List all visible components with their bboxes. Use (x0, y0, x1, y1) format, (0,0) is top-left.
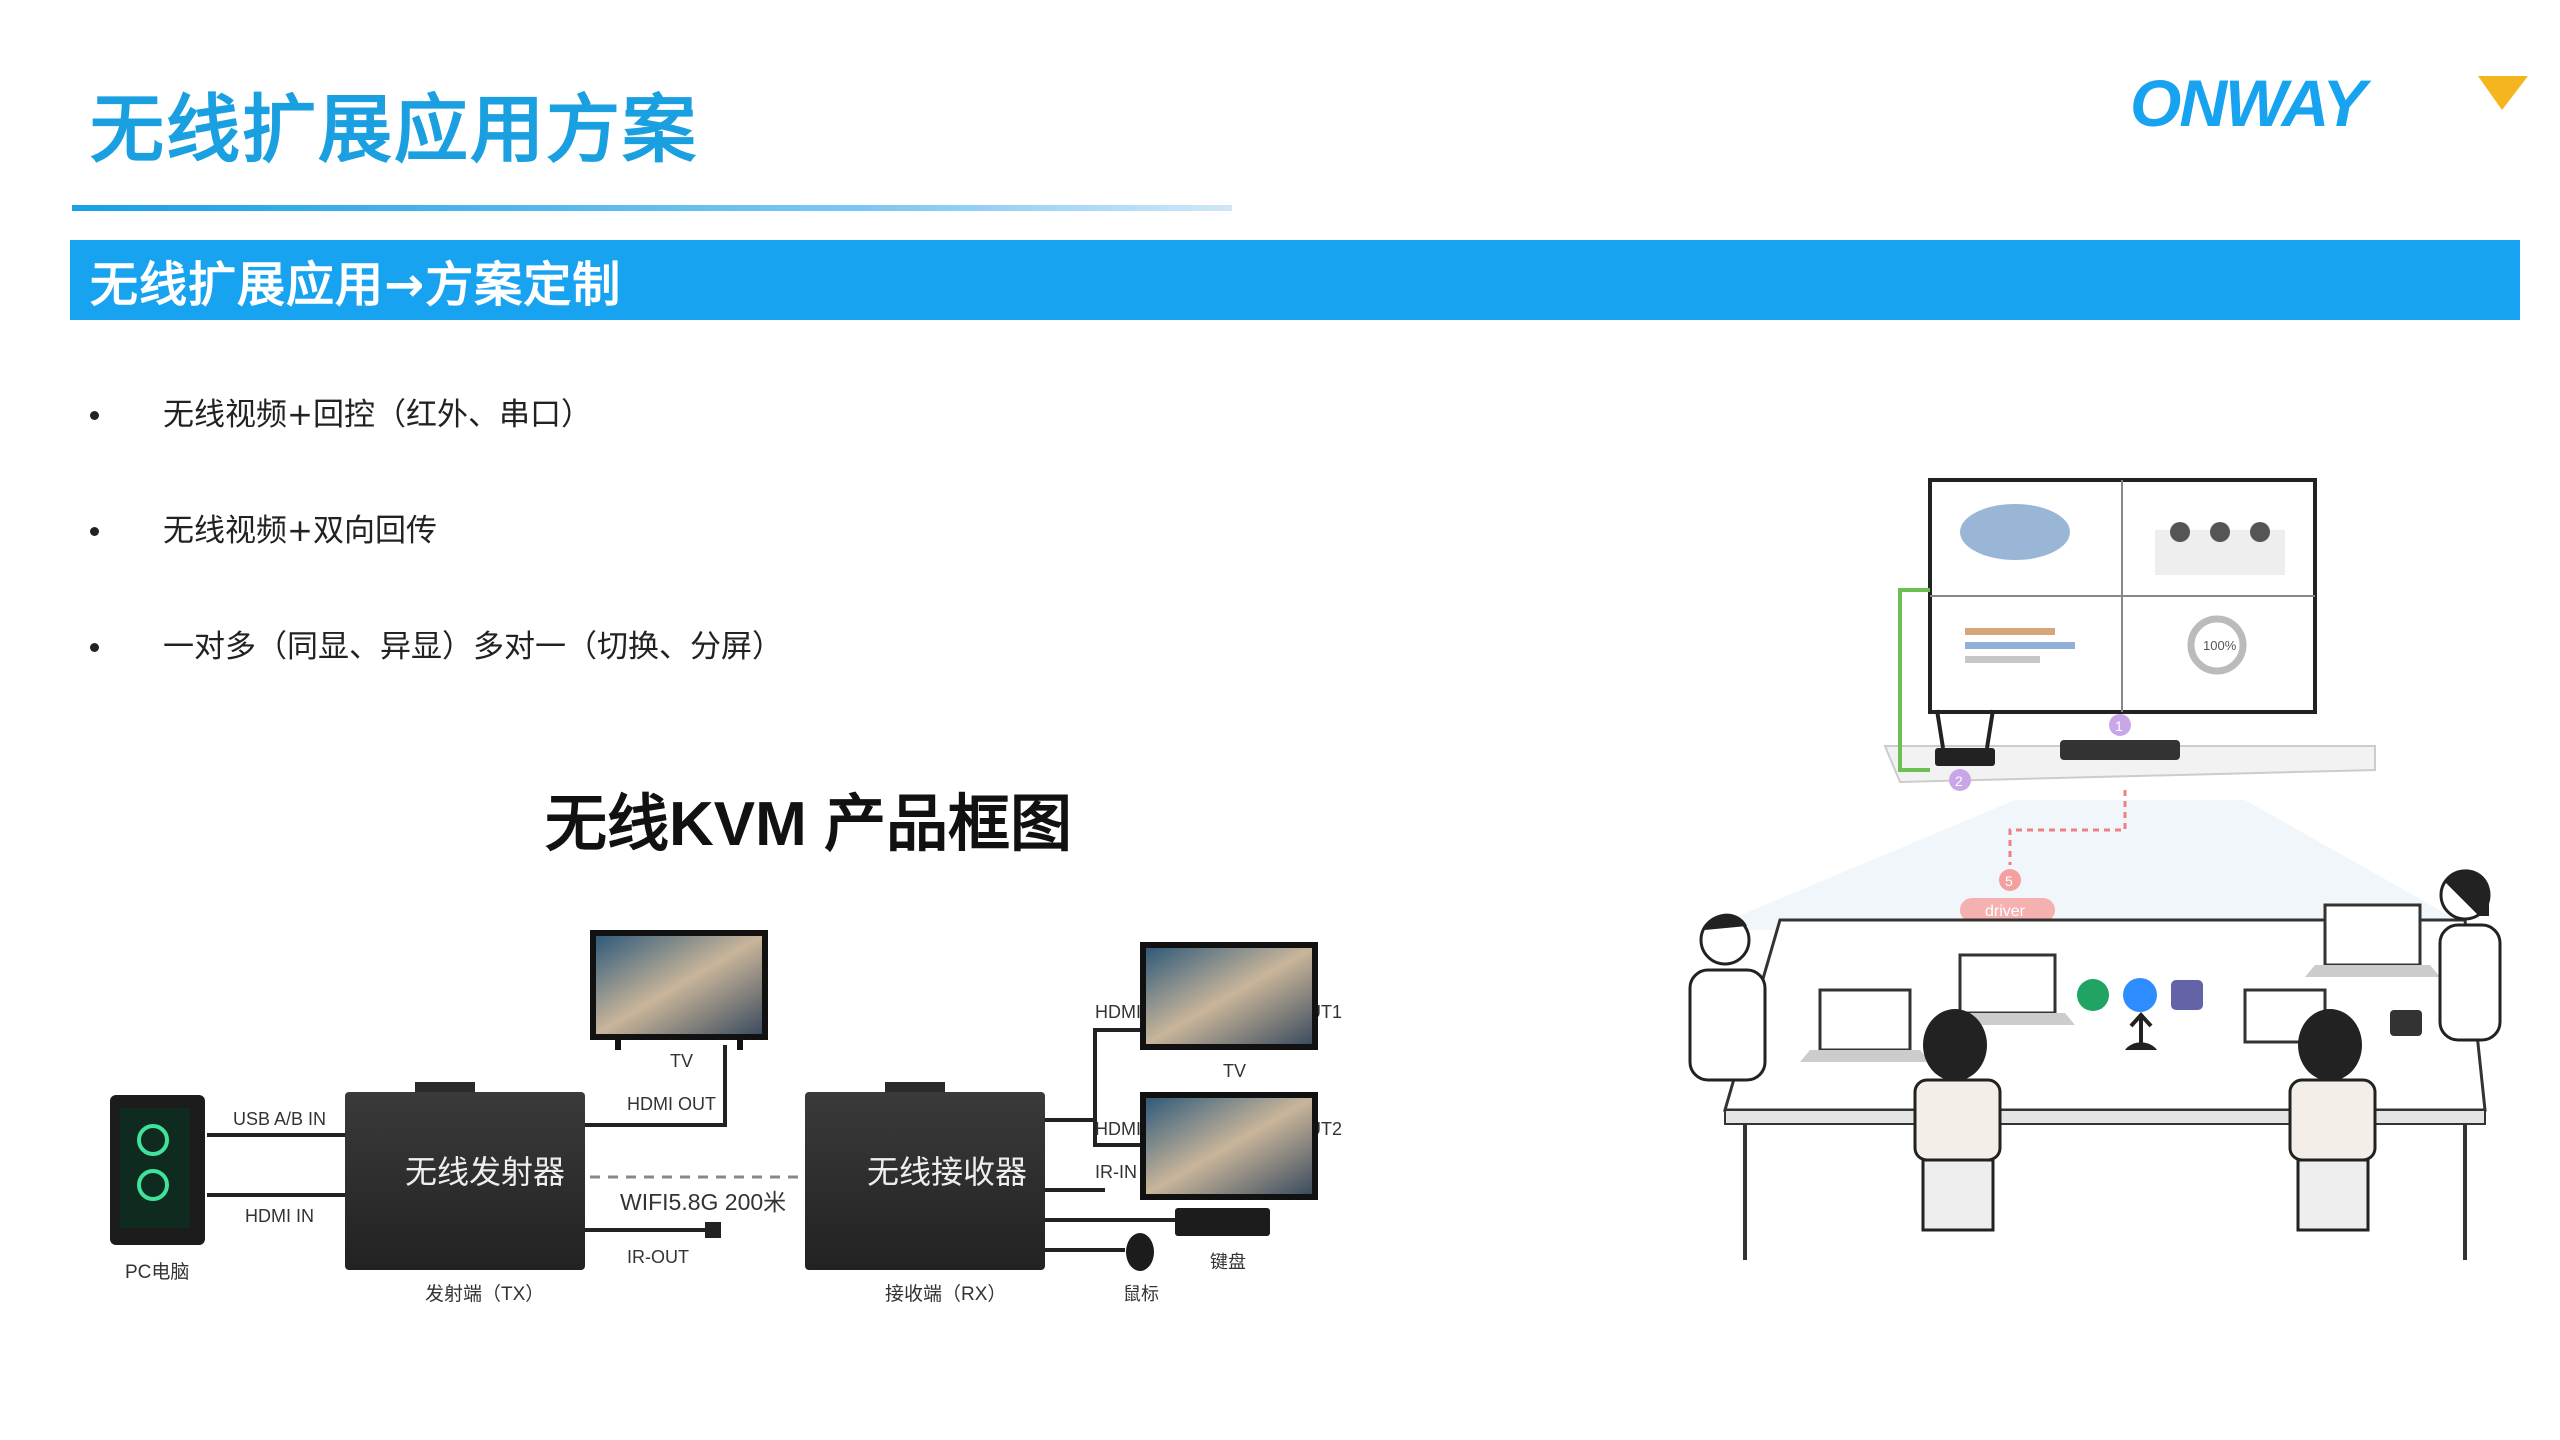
section-heading: 无线扩展应用→方案定制 (90, 257, 622, 313)
keyboard-label: 键盘 (1210, 1252, 1246, 1272)
feature-list: 无线视频+回控（红外、串口） 无线视频+双向回传 一对多（同显、异显）多对一（切… (85, 395, 783, 743)
driver-pill (1960, 898, 2055, 922)
logo-accent-shape (2478, 76, 2528, 110)
logo-text: ONWAY (2130, 70, 2371, 134)
bullet-dot-icon (90, 411, 99, 420)
zoom-app-icon (2123, 978, 2157, 1012)
person-left (1688, 913, 1767, 1082)
conference-thumbnail (2155, 522, 2285, 575)
ir-out-label: IR-OUT (627, 1247, 689, 1267)
receiver-caption: 接收端（RX） (885, 1283, 1006, 1305)
progress-label: 100% (2203, 638, 2237, 653)
bar-chart-thumbnail (1965, 628, 2075, 663)
section-heading-bar: 无线扩展应用→方案定制 (70, 240, 2520, 320)
tv2-icon (1140, 1092, 1318, 1200)
mouse-icon (1126, 1233, 1154, 1271)
dongle-icon (2390, 1010, 2422, 1036)
signal-cone (1705, 800, 2475, 930)
teams-app-icon (2171, 980, 2203, 1010)
mouse-label: 鼠标 (1123, 1284, 1159, 1304)
step-2-marker: 2 (1955, 773, 1963, 789)
pc-tower-icon (110, 1095, 205, 1245)
kvm-diagram-title: 无线KVM 产品框图 (545, 790, 1072, 859)
laptop-right-icon (2305, 903, 2440, 977)
transmitter-caption: 发射端（TX） (425, 1283, 544, 1305)
pc-label: PC电脑 (125, 1261, 189, 1283)
receiver-box (805, 1082, 1045, 1270)
tv-icon (590, 930, 768, 1050)
feature-item: 一对多（同显、异显）多对一（切换、分屏） (85, 627, 783, 743)
wifi-link-label: WIFI5.8G 200米 (620, 1189, 786, 1215)
person-right (2438, 869, 2502, 1042)
person-front-left (1913, 1009, 2002, 1232)
person-front-right (2288, 1009, 2377, 1232)
cloud-upload-icon (2125, 1042, 2157, 1050)
world-map-icon (1960, 504, 2070, 560)
title-underline (72, 205, 1232, 211)
tv-label: TV (670, 1051, 693, 1071)
onway-logo: ONWAY (2130, 70, 2528, 134)
step-5-marker: 5 (2005, 873, 2013, 889)
kvm-block-diagram: 无线KVM 产品框图 PC电脑 USB A/B IN HDMI IN 无线发射器… (110, 790, 1342, 1305)
meeting-room-illustration: 100% 1 2 5 driver 3 4 (1688, 478, 2502, 1260)
shelf (1883, 745, 2376, 784)
driver-label: driver (1985, 903, 2026, 920)
bullet-dot-icon (90, 527, 99, 536)
meet-app-icon (2077, 979, 2109, 1011)
tv1-label: TV (1223, 1061, 1246, 1081)
keyboard-icon (1175, 1208, 1270, 1236)
video-wall-display: 100% (1928, 478, 2317, 714)
hdmi-in-label: HDMI IN (245, 1206, 314, 1226)
router-icon (1935, 748, 1995, 766)
soundbar-icon (2060, 740, 2180, 760)
tv1-icon (1140, 942, 1318, 1050)
transmitter-box (345, 1082, 585, 1270)
bullet-dot-icon (90, 643, 99, 652)
receiver-label: 无线接收器 (867, 1154, 1027, 1190)
step-1-marker: 1 (2115, 718, 2123, 734)
transmitter-label: 无线发射器 (405, 1154, 565, 1190)
slide-title: 无线扩展应用方案 (90, 87, 698, 173)
usb-in-label: USB A/B IN (233, 1109, 326, 1129)
hdmi-cable (1898, 588, 1930, 772)
laptop-icon (1800, 988, 1930, 1062)
feature-item: 无线视频+双向回传 (85, 511, 783, 627)
feature-item: 无线视频+回控（红外、串口） (85, 395, 783, 511)
hdmi-out-label: HDMI OUT (627, 1094, 716, 1114)
ir-in-label: IR-IN (1095, 1162, 1137, 1182)
